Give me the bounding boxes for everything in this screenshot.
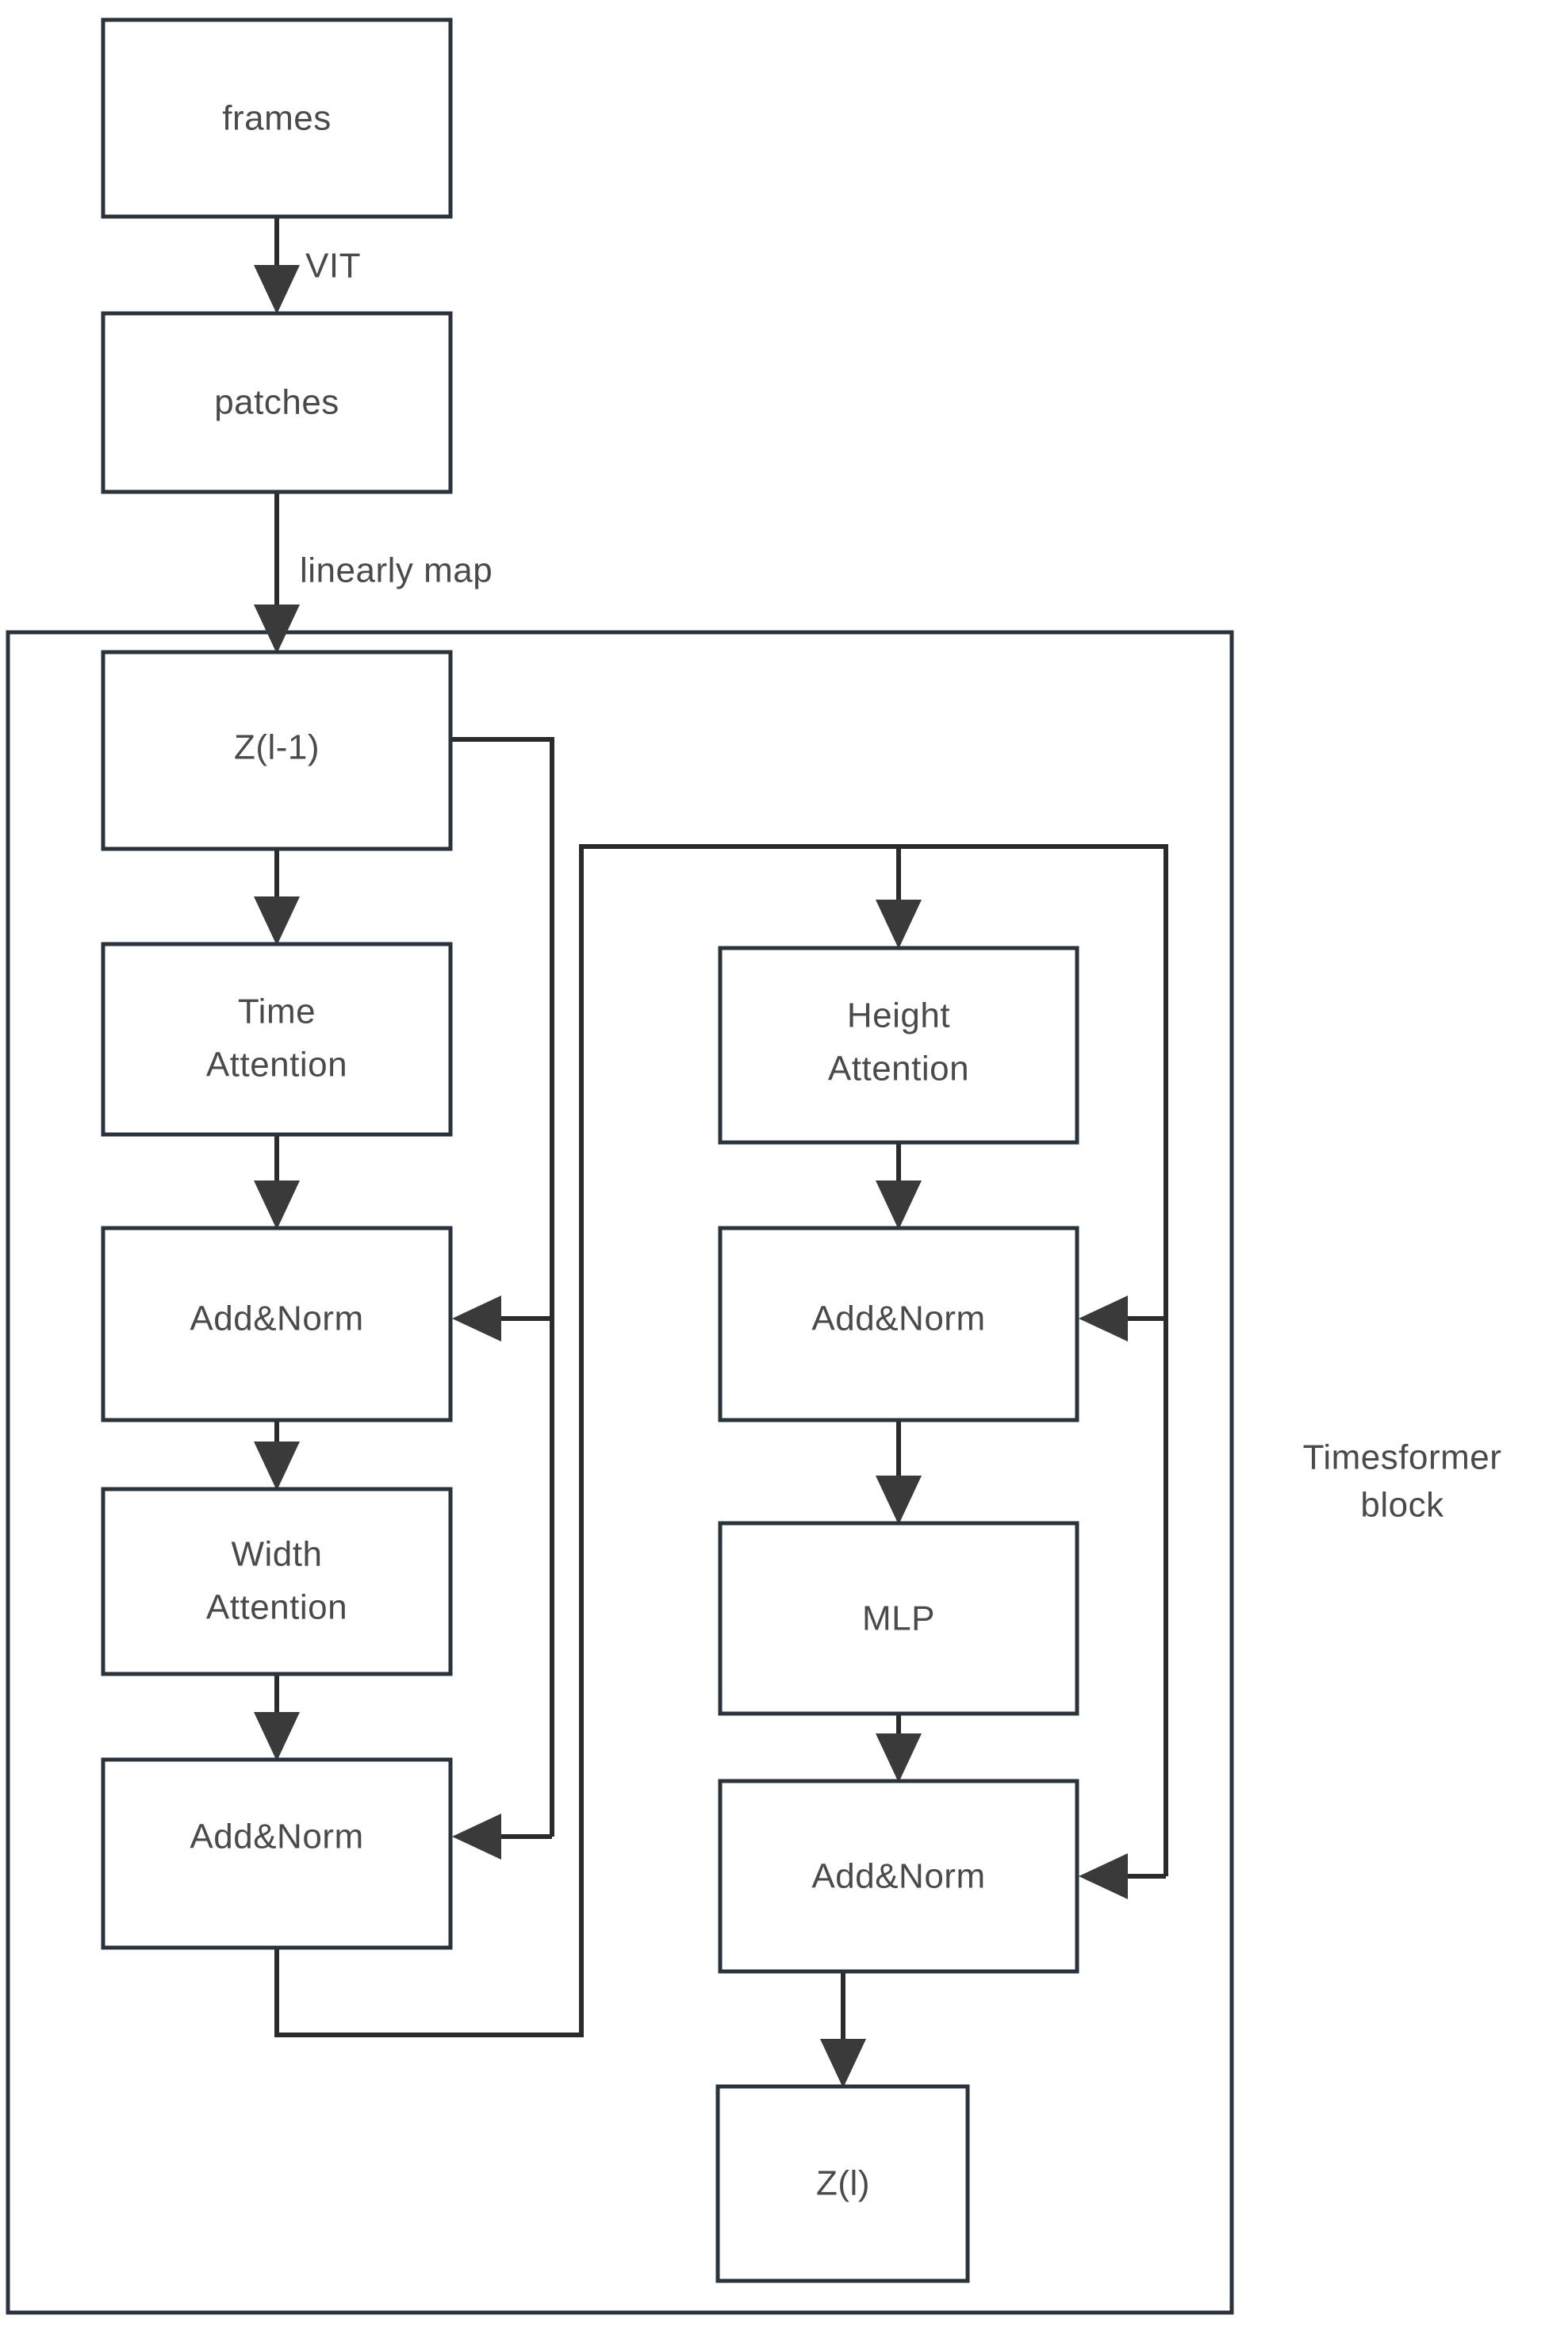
vit-edge-label: VIT (305, 247, 361, 286)
node-addnorm-left-1[interactable]: Add&Norm (101, 1226, 453, 1422)
node-addnorm-right-1-label: Add&Norm (811, 1299, 985, 1338)
edge-addnorm-right-2-to-z-out (820, 1971, 866, 2088)
node-z-prev[interactable]: Z(l-1) (101, 650, 453, 851)
node-height-attention-label-line1: Height (847, 996, 950, 1035)
node-mlp-label: MLP (862, 1599, 935, 1638)
node-frames[interactable]: frames (101, 17, 453, 219)
node-time-attention-label-line2: Attention (206, 1046, 347, 1084)
timesformer-block-label-line1: Timesformer (1303, 1438, 1502, 1477)
node-z-out[interactable]: Z(l) (715, 2084, 970, 2283)
node-addnorm-right-1[interactable]: Add&Norm (718, 1226, 1079, 1422)
node-patches[interactable]: patches (101, 311, 453, 494)
node-z-out-label: Z(l) (816, 2164, 870, 2203)
node-addnorm-right-2-label: Add&Norm (811, 1857, 985, 1896)
node-height-attention-label-line2: Attention (828, 1050, 969, 1088)
node-height-attention[interactable]: Height Attention (718, 946, 1079, 1145)
node-time-attention[interactable]: Time Attention (101, 942, 453, 1137)
timesformer-block-label-line2: block (1360, 1486, 1444, 1525)
edge-addnorm-left-2-to-height-attention (274, 844, 922, 2037)
node-z-prev-label: Z(l-1) (234, 728, 320, 767)
node-width-attention-label-line2: Attention (206, 1588, 347, 1627)
edge-z-prev-to-time-attention (254, 849, 300, 946)
node-addnorm-left-2[interactable]: Add&Norm (101, 1757, 453, 1950)
node-mlp[interactable]: MLP (718, 1521, 1079, 1716)
node-frames-label: frames (222, 99, 331, 138)
edge-addnorm-left-1-to-width-attention (254, 1420, 300, 1491)
node-width-attention-label-line1: Width (232, 1535, 323, 1574)
edge-z-prev-residual-skip (450, 737, 554, 1860)
edge-addnorm-right-1-to-mlp (876, 1420, 922, 1525)
edge-width-attention-to-addnorm-left-2 (254, 1674, 300, 1761)
linearly-map-edge-label: linearly map (300, 551, 493, 590)
edge-mlp-to-addnorm-right-2 (876, 1714, 922, 1783)
edge-time-attention-to-addnorm-left-1 (254, 1134, 300, 1230)
node-addnorm-left-2-label: Add&Norm (190, 1818, 363, 1856)
timesformer-block-container (6, 630, 1234, 2315)
edge-frames-to-patches (254, 217, 300, 314)
edge-patches-to-z-prev (254, 492, 300, 654)
node-patches-label: patches (214, 383, 339, 422)
node-addnorm-left-1-label: Add&Norm (190, 1299, 363, 1338)
node-width-attention[interactable]: Width Attention (101, 1487, 453, 1676)
node-time-attention-label-line1: Time (238, 992, 316, 1031)
node-addnorm-right-2[interactable]: Add&Norm (718, 1779, 1079, 1974)
edge-right-residual-skip (899, 844, 1168, 1899)
edge-height-attention-to-addnorm-right-1 (876, 1142, 922, 1230)
